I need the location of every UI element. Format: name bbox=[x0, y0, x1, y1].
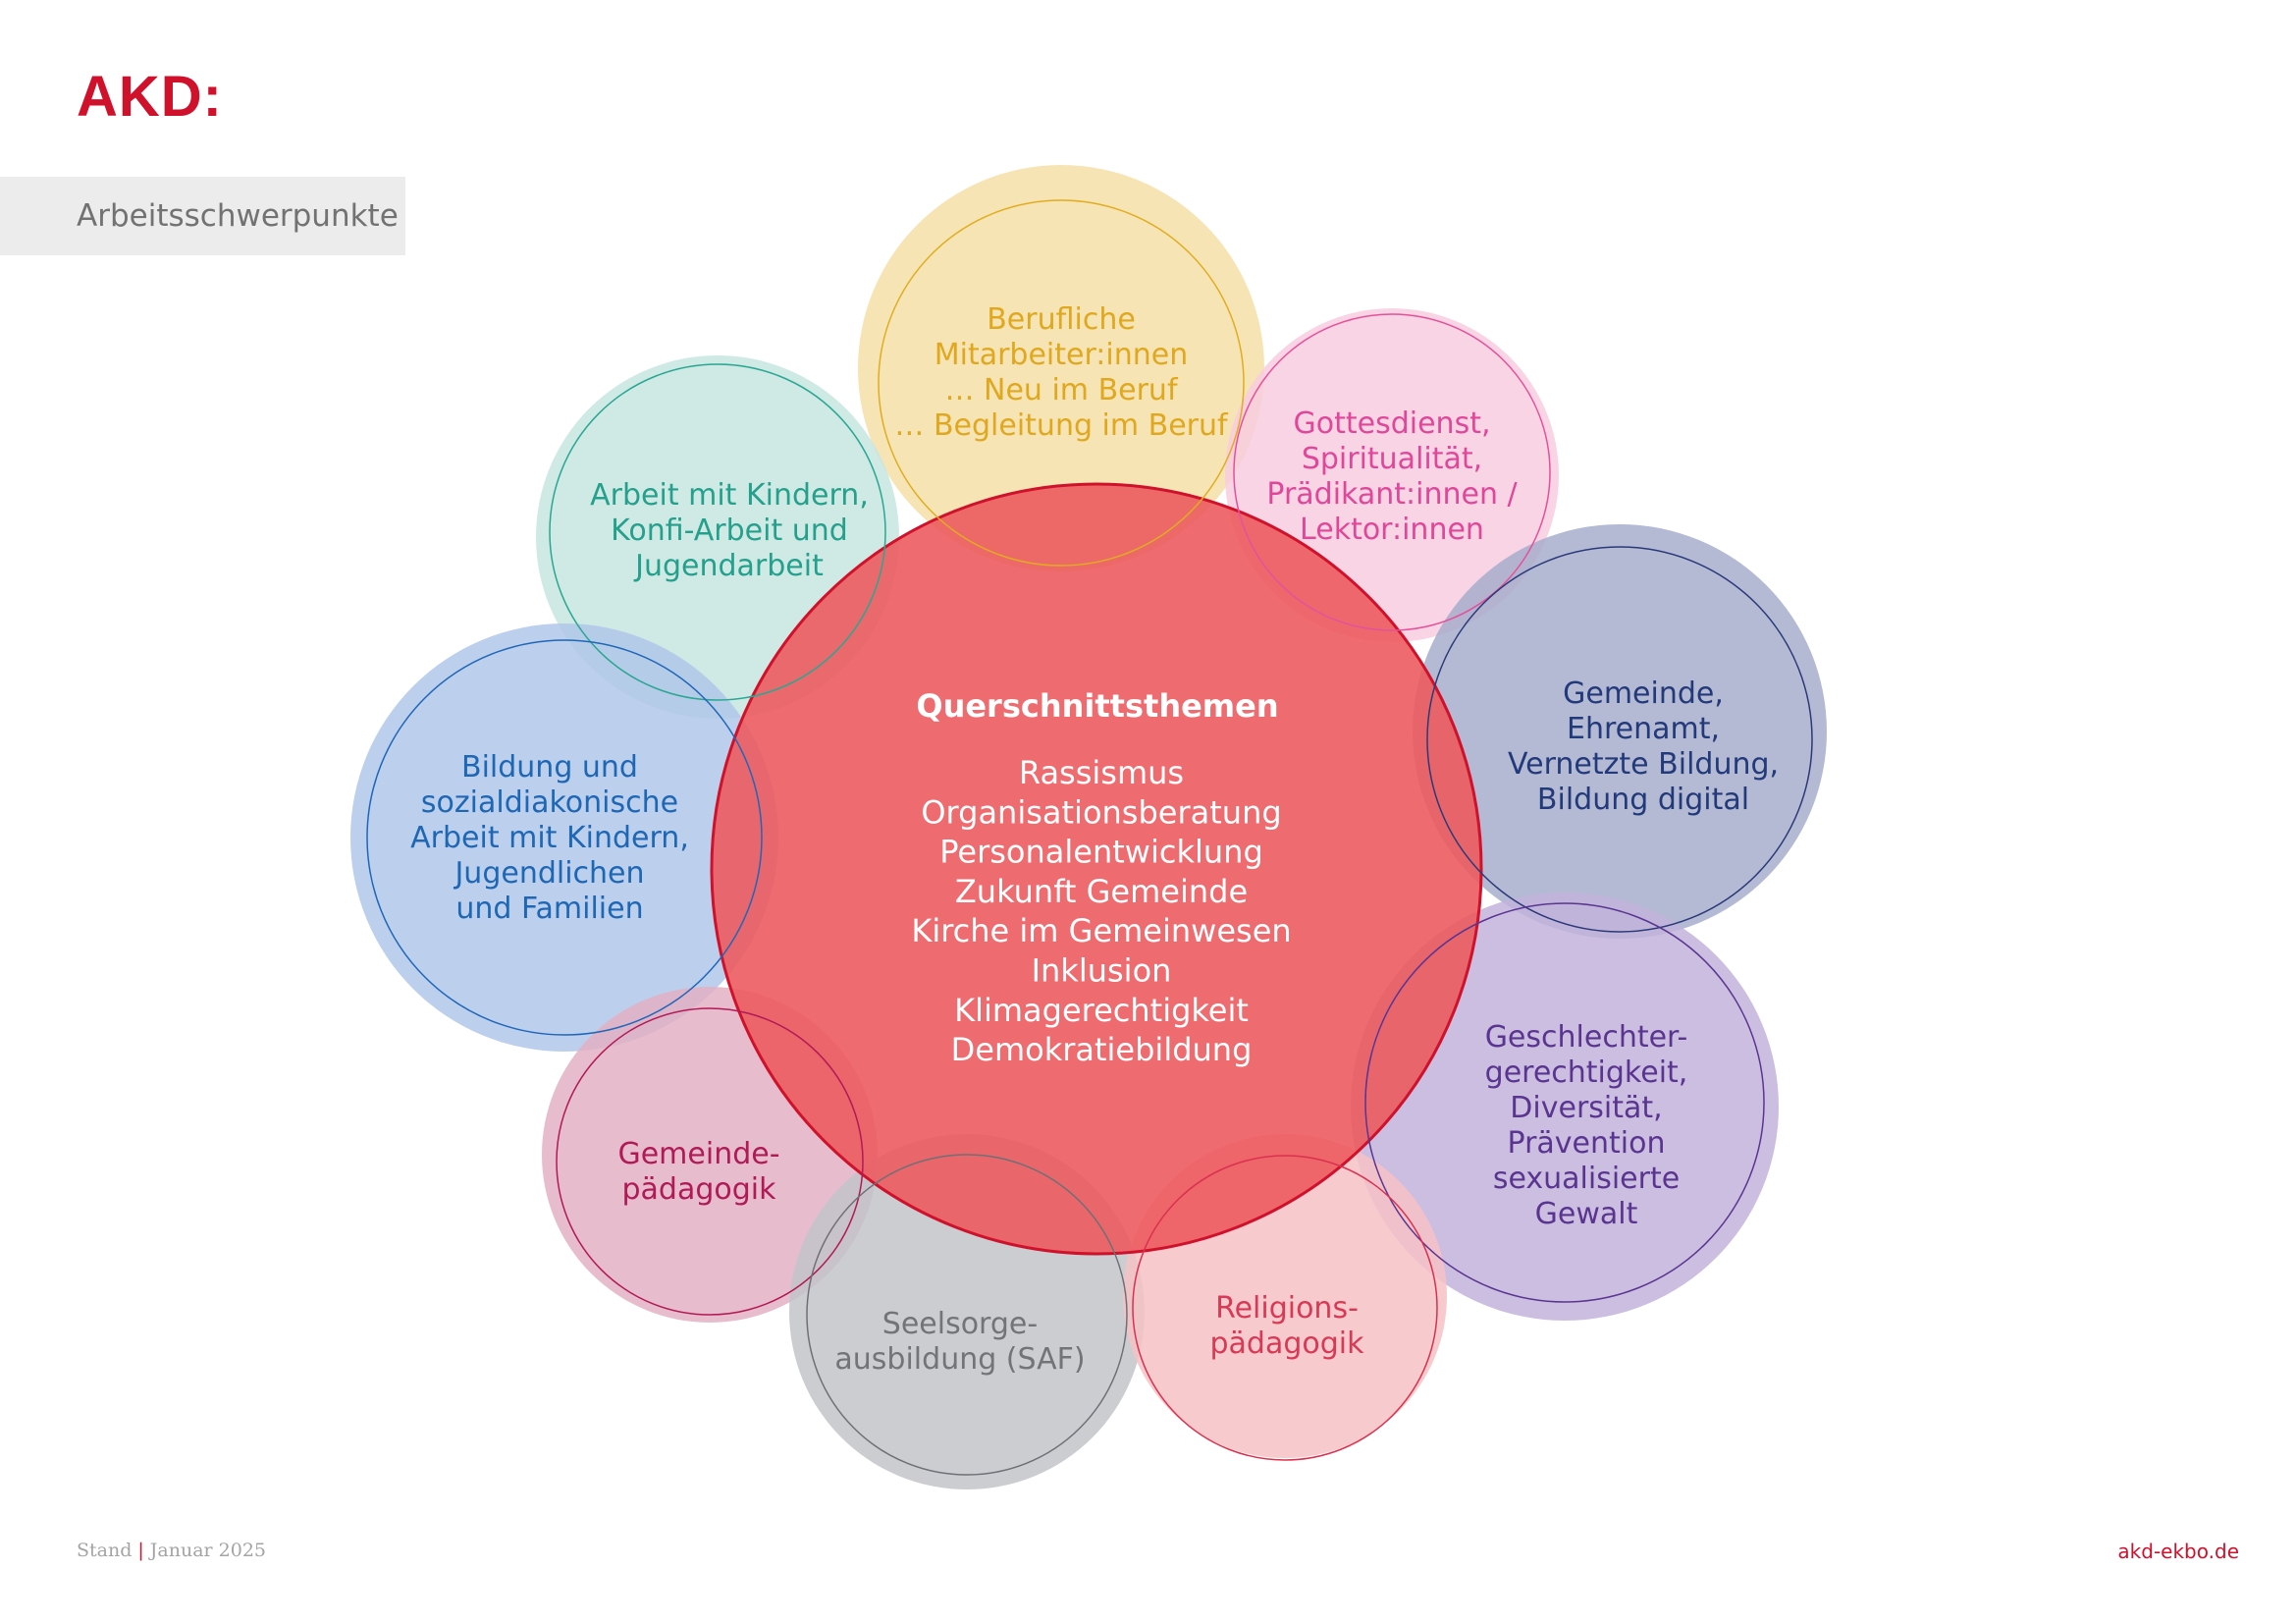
stand-date: Januar 2025 bbox=[149, 1540, 267, 1561]
topic-ring-bildung-sozialdiakonisch bbox=[366, 639, 763, 1036]
topic-disc-gemeinde-ehrenamt bbox=[1413, 524, 1827, 939]
topic-label-line: pädagogik bbox=[621, 1172, 776, 1207]
topic-label-line: Jugendlichen bbox=[453, 856, 644, 891]
topic-ring-gemeindepaedagogik bbox=[556, 1007, 864, 1316]
topic-ring-religionspaedagogik bbox=[1132, 1155, 1438, 1461]
topic-label-line: Jugendarbeit bbox=[633, 549, 824, 583]
topic-label-geschlechtergerechtigkeit: Geschlechter-gerechtigkeit,Diversität,Pr… bbox=[1485, 1020, 1688, 1231]
topic-label-line: Berufliche bbox=[987, 302, 1136, 337]
topic-label-line: Spiritualität, bbox=[1302, 442, 1482, 476]
topic-label-line: Bildung und bbox=[461, 750, 638, 785]
topic-label-line: … Begleitung im Beruf bbox=[894, 408, 1229, 443]
center-topic-item: Rassismus bbox=[1019, 754, 1184, 791]
center-heading: Querschnittsthemen bbox=[916, 687, 1278, 725]
topic-label-line: pädagogik bbox=[1209, 1326, 1364, 1361]
website-link[interactable]: akd-ekbo.de bbox=[2117, 1540, 2239, 1563]
topic-label-line: Prädikant:innen / bbox=[1266, 477, 1518, 512]
topic-ring-gemeinde-ehrenamt bbox=[1426, 546, 1813, 933]
footer-stand: Stand|Januar 2025 bbox=[77, 1540, 266, 1561]
center-topic-item: Inklusion bbox=[1032, 952, 1172, 990]
topic-label-seelsorgeausbildung: Seelsorge-ausbildung (SAF) bbox=[834, 1307, 1085, 1377]
topic-label-line: und Familien bbox=[455, 892, 643, 926]
topic-label-line: Vernetzte Bildung, bbox=[1508, 747, 1779, 782]
topic-ring-geschlechtergerechtigkeit bbox=[1364, 902, 1765, 1303]
topic-label-line: Lektor:innen bbox=[1300, 513, 1484, 547]
section-title: Arbeitsschwerpunkte bbox=[77, 198, 399, 234]
center-topic-item: Zukunft Gemeinde bbox=[955, 873, 1248, 910]
center-topic-item: Organisationsberatung bbox=[921, 793, 1281, 831]
topic-ring-seelsorgeausbildung bbox=[806, 1154, 1128, 1476]
topic-label-line: Bildung digital bbox=[1537, 783, 1749, 817]
center-circle bbox=[710, 482, 1483, 1256]
topic-label-gemeinde-ehrenamt: Gemeinde,Ehrenamt,Vernetzte Bildung,Bild… bbox=[1508, 677, 1779, 817]
topic-label-line: Arbeit mit Kindern, bbox=[410, 821, 689, 855]
topic-label-line: Geschlechter- bbox=[1485, 1020, 1688, 1055]
topic-label-line: sozialdiakonische bbox=[421, 785, 678, 820]
topic-label-line: Arbeit mit Kindern, bbox=[590, 478, 869, 513]
center-topic-item: Klimagerechtigkeit bbox=[954, 992, 1249, 1029]
topic-label-line: Gemeinde, bbox=[1563, 677, 1724, 711]
topic-label-line: Seelsorge- bbox=[882, 1307, 1038, 1341]
stand-label: Stand bbox=[77, 1540, 133, 1561]
topic-label-line: sexualisierte bbox=[1493, 1162, 1680, 1196]
topic-ring-berufliche-mitarbeiter bbox=[878, 199, 1245, 567]
section-tag: Arbeitsschwerpunkte bbox=[0, 177, 405, 255]
topic-disc-berufliche-mitarbeiter bbox=[858, 165, 1264, 571]
topic-bubble-bildung-sozialdiakonisch bbox=[350, 623, 778, 1052]
center-topic-item: Personalentwicklung bbox=[939, 834, 1263, 871]
topic-label-gemeindepaedagogik: Gemeinde-pädagogik bbox=[617, 1137, 779, 1207]
topic-label-line: Religions- bbox=[1215, 1291, 1359, 1326]
topic-ring-gottesdienst bbox=[1233, 313, 1551, 631]
topic-label-line: Mitarbeiter:innen bbox=[934, 338, 1189, 372]
topic-bubble-gemeinde-ehrenamt bbox=[1413, 524, 1827, 939]
topic-label-religionspaedagogik: Religions-pädagogik bbox=[1209, 1291, 1364, 1361]
topic-label-line: gerechtigkeit, bbox=[1485, 1056, 1688, 1090]
topic-label-line: Konfi-Arbeit und bbox=[611, 514, 848, 548]
topic-label-line: Gottesdienst, bbox=[1294, 406, 1491, 441]
topic-label-line: Prävention bbox=[1508, 1126, 1666, 1161]
topic-label-line: … Neu im Beruf bbox=[944, 373, 1178, 407]
topic-label-line: Gemeinde- bbox=[617, 1137, 779, 1171]
topic-bubble-berufliche-mitarbeiter bbox=[858, 165, 1264, 571]
center-topic-item: Kirche im Gemeinwesen bbox=[911, 912, 1291, 949]
topic-disc-bildung-sozialdiakonisch bbox=[350, 623, 778, 1052]
topic-label-line: Gewalt bbox=[1535, 1197, 1638, 1231]
center-topic-item: Demokratiebildung bbox=[951, 1031, 1253, 1068]
topic-label-line: Ehrenamt, bbox=[1567, 712, 1720, 746]
footer-separator: | bbox=[137, 1540, 144, 1561]
topic-ring-arbeit-mit-kindern bbox=[549, 363, 886, 701]
topic-label-line: Diversität, bbox=[1510, 1091, 1662, 1125]
topic-label-gottesdienst: Gottesdienst,Spiritualität,Prädikant:inn… bbox=[1266, 406, 1518, 547]
akd-logo: AKD: bbox=[77, 65, 223, 129]
topic-label-line: ausbildung (SAF) bbox=[834, 1342, 1085, 1377]
